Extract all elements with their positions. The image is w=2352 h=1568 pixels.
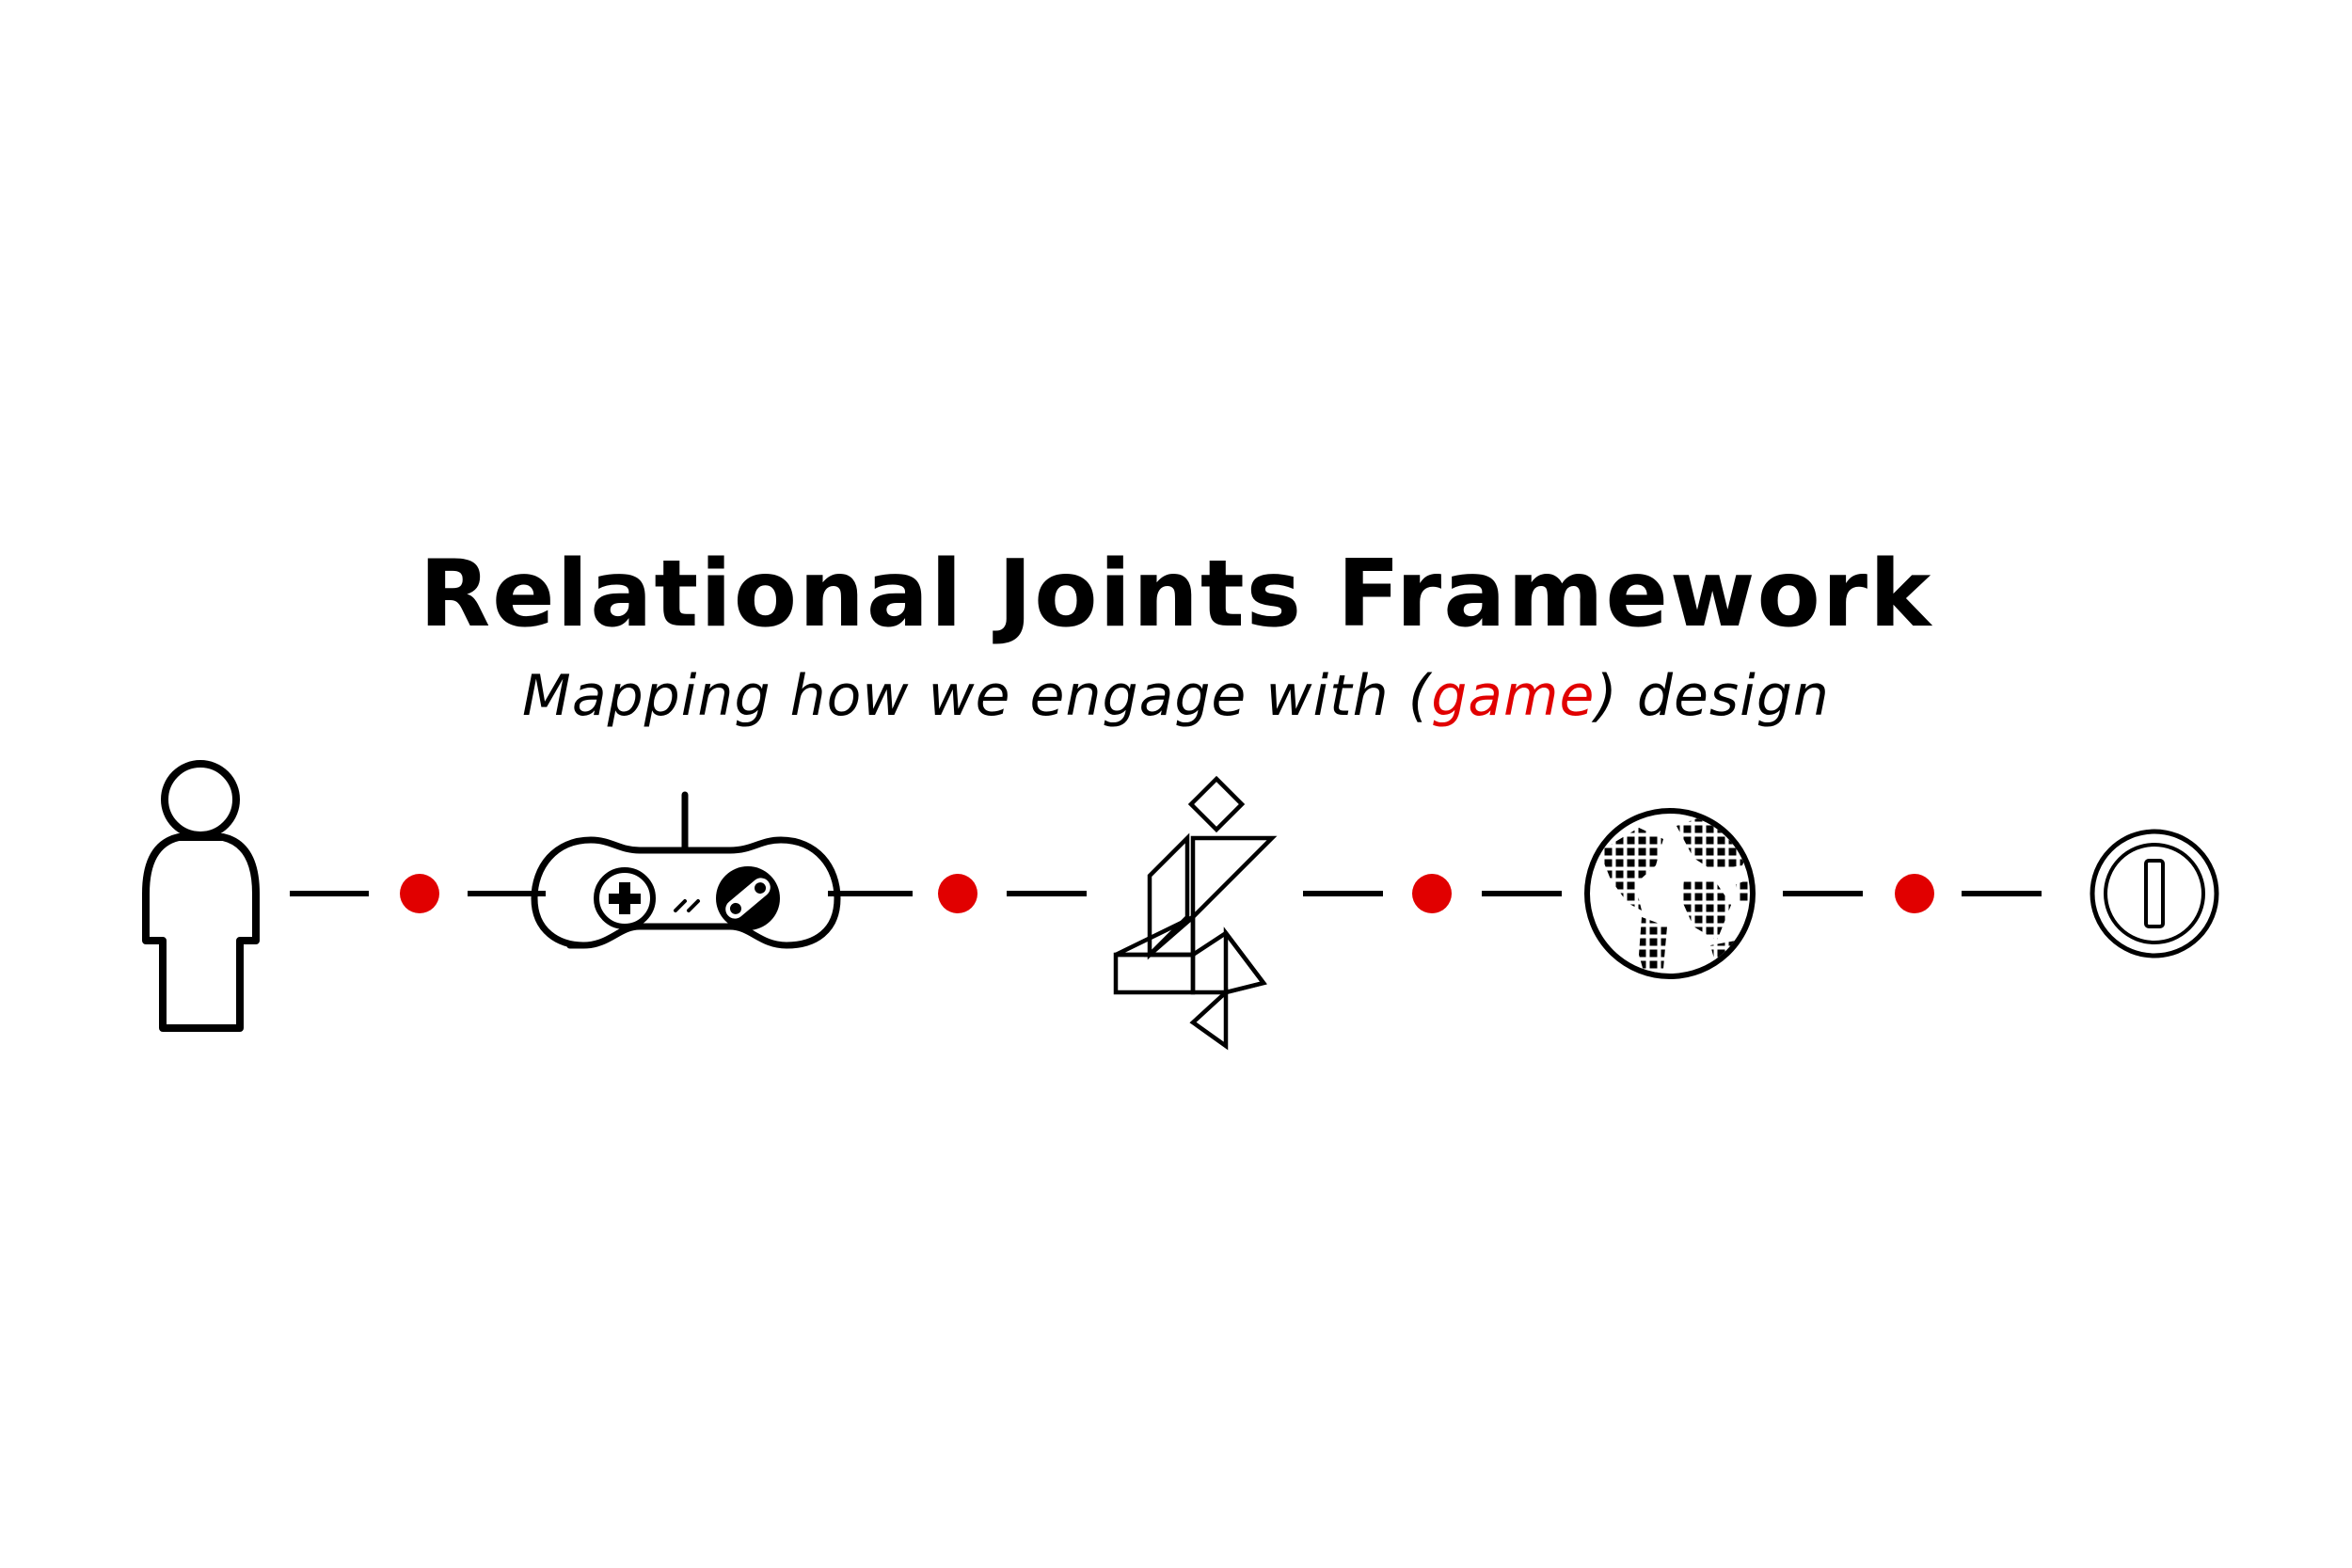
joint-dot [400,874,439,913]
coin-icon [2090,829,2219,958]
globe-icon [1584,808,1756,979]
subtitle-accent-word: game [1431,663,1596,729]
subtitle-text-after: ) design [1595,663,1830,729]
joint-dot [938,874,977,913]
joint-dot [1895,874,1934,913]
connector-3 [1303,874,1562,913]
diagram-subtitle: Mapping how we engage with (game) design [0,663,2352,729]
connector-1 [290,874,546,913]
connector-2 [828,874,1087,913]
person-icon [142,760,260,1032]
tangram-figure-icon [1113,775,1278,1051]
subtitle-text-before: Mapping how we engage with ( [522,663,1432,729]
connector-4 [1783,874,2042,913]
diagram-title: Relational Joints Framework [419,541,1933,648]
joint-dot [1412,874,1452,913]
game-controller-icon [531,791,841,949]
